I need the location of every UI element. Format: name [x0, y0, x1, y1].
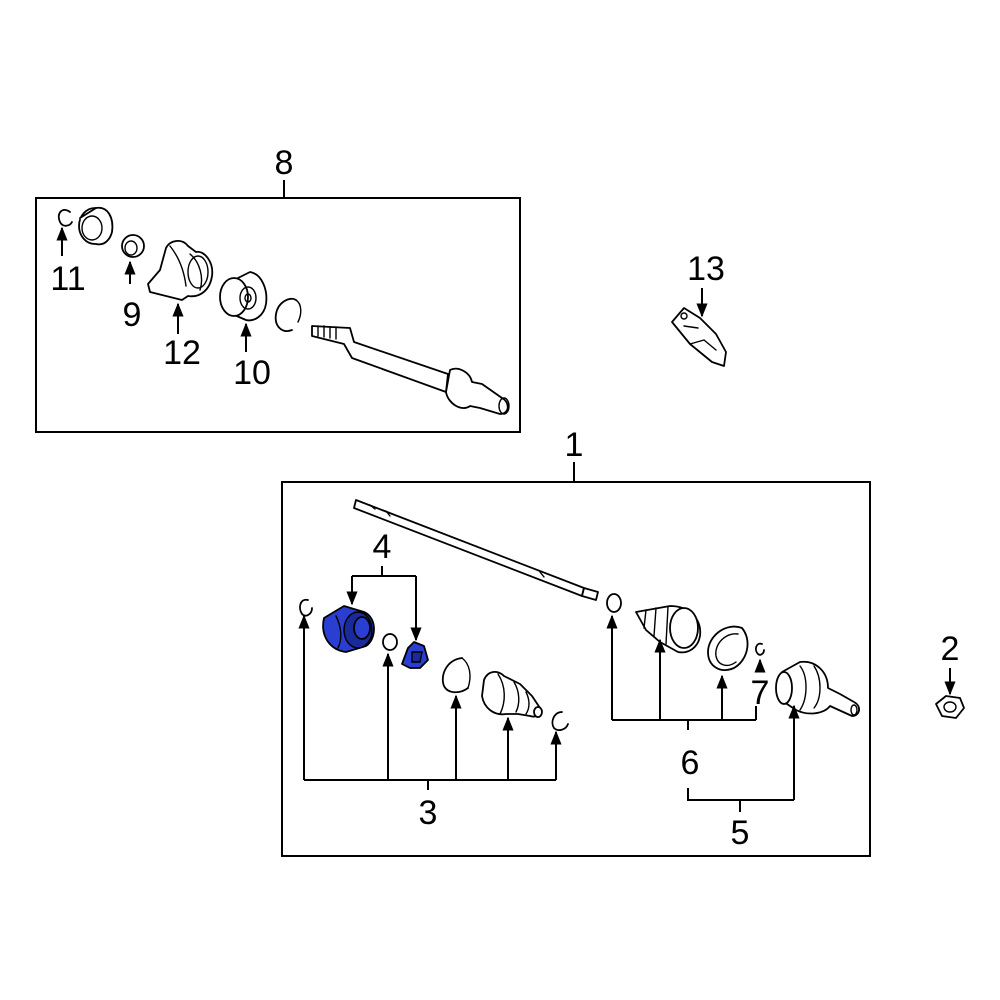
leader-5: [687, 788, 794, 812]
callout-5[interactable]: 5: [731, 814, 750, 852]
group-8: 8 11 9 12: [35, 144, 521, 433]
clip-left[interactable]: [299, 598, 313, 617]
leader-6: [612, 719, 756, 730]
part-7-clip[interactable]: [755, 642, 765, 656]
part-4-tripod[interactable]: [401, 641, 429, 669]
callout-7[interactable]: 7: [751, 674, 770, 712]
callout-2[interactable]: 2: [941, 630, 960, 668]
callout-10[interactable]: 10: [233, 354, 271, 392]
outboard-cv-joint[interactable]: [775, 660, 860, 717]
leader-4: [352, 566, 416, 577]
callout-4[interactable]: 4: [373, 528, 392, 566]
group-2: 2: [935, 630, 965, 719]
callout-6[interactable]: 6: [681, 744, 700, 782]
inboard-boot[interactable]: [481, 671, 543, 718]
callout-8[interactable]: 8: [275, 144, 294, 182]
intermediate-shaft[interactable]: [311, 325, 510, 415]
leader-3: [304, 779, 556, 790]
callout-11[interactable]: 11: [50, 260, 85, 298]
part-4-inner-joint-housing[interactable]: [322, 605, 375, 653]
callout-12[interactable]: 12: [163, 334, 201, 372]
snap-ring[interactable]: [274, 297, 302, 332]
part-11-clip[interactable]: [57, 209, 73, 227]
part-12-bracket[interactable]: [147, 240, 214, 301]
outboard-small-clip[interactable]: [606, 593, 622, 613]
group-1-frame: [281, 481, 871, 857]
callout-1[interactable]: 1: [565, 426, 584, 464]
callout-13[interactable]: 13: [687, 250, 725, 288]
boot-band-clip[interactable]: [551, 711, 569, 731]
boot-ring[interactable]: [78, 206, 114, 246]
part-13-bracket[interactable]: [671, 307, 727, 367]
callout-3[interactable]: 3: [419, 794, 438, 832]
callout-9[interactable]: 9: [123, 296, 142, 334]
group-8-frame: [35, 197, 521, 433]
part-2-nut[interactable]: [935, 695, 965, 719]
large-snap-ring[interactable]: [707, 625, 749, 671]
part-9-ring[interactable]: [121, 234, 145, 258]
part-10-bearing[interactable]: [219, 271, 268, 322]
small-circlip[interactable]: [382, 633, 398, 651]
retaining-clip[interactable]: [441, 657, 471, 694]
axle-shaft[interactable]: [353, 499, 599, 601]
group-13: 13: [671, 250, 727, 367]
outboard-boot[interactable]: [635, 605, 702, 654]
group-1: 1 4: [281, 426, 871, 857]
